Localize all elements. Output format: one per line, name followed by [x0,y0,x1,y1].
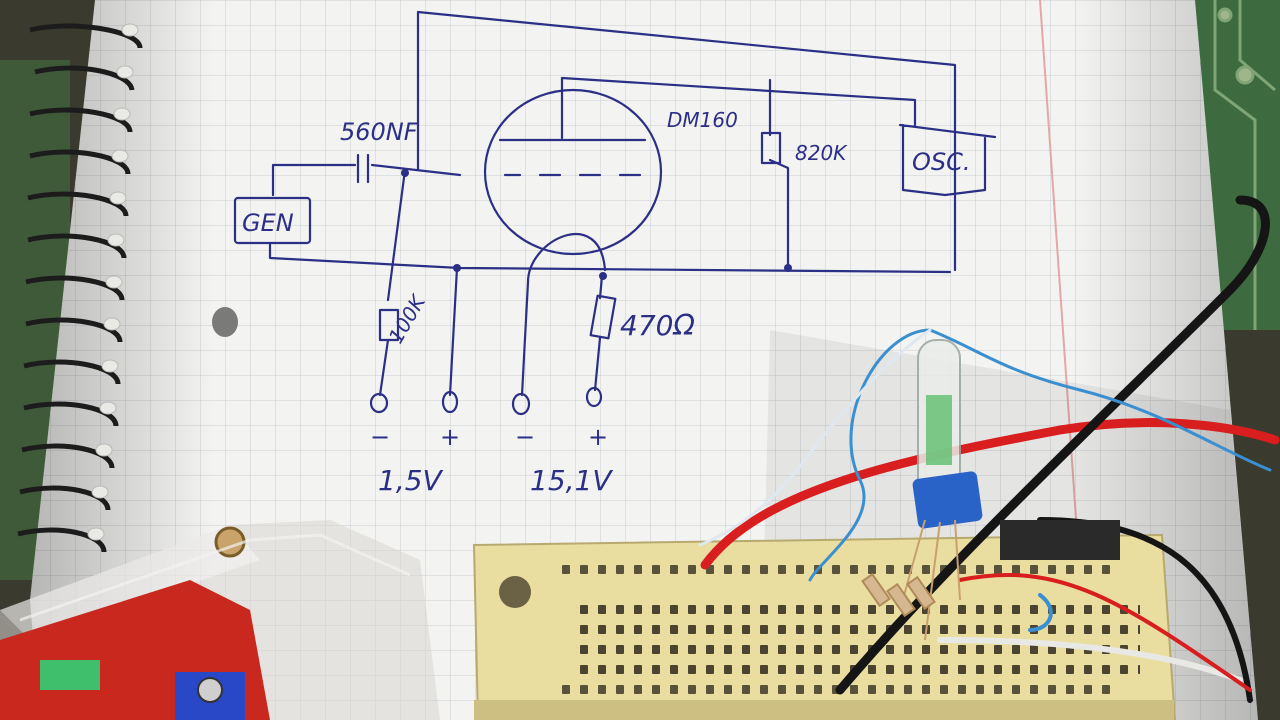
spiral-binding [17,23,143,553]
breadboard-mount-hole [499,576,531,608]
capacitor-symbol [356,153,370,184]
gen-box [233,196,312,245]
terminal-sign-2: + [440,423,460,451]
schematic-drawing [233,10,997,416]
dm160-tube [899,339,983,641]
junction-dots [401,169,792,280]
osc-box [898,123,997,197]
blue-capacitor [912,471,983,529]
supply-right-label: 15,1V [530,464,613,497]
generator-label: GEN [242,209,294,237]
supply-left-label: 1,5V [378,464,444,497]
resistors-on-board [861,572,936,618]
oscilloscope-label: OSC. [912,148,971,176]
resistor-cathode-label: 470Ω [620,309,695,342]
tube-label: DM160 [667,108,738,132]
tube-envelope [483,88,663,256]
header-connector [1000,520,1120,560]
breadboard [472,533,1177,720]
terminal-sign-3: − [515,423,535,451]
punch-hole [212,307,238,337]
terminal-sign-4: + [588,423,608,451]
signal-generator-module [0,520,440,720]
resistor-820k [760,131,782,165]
capacitor-label: 560NF [340,118,419,146]
resistor-470 [589,294,617,340]
green-connector [40,660,100,690]
terminal-sign-1: − [370,423,390,451]
resistor-plate-label: 820K [795,141,848,165]
